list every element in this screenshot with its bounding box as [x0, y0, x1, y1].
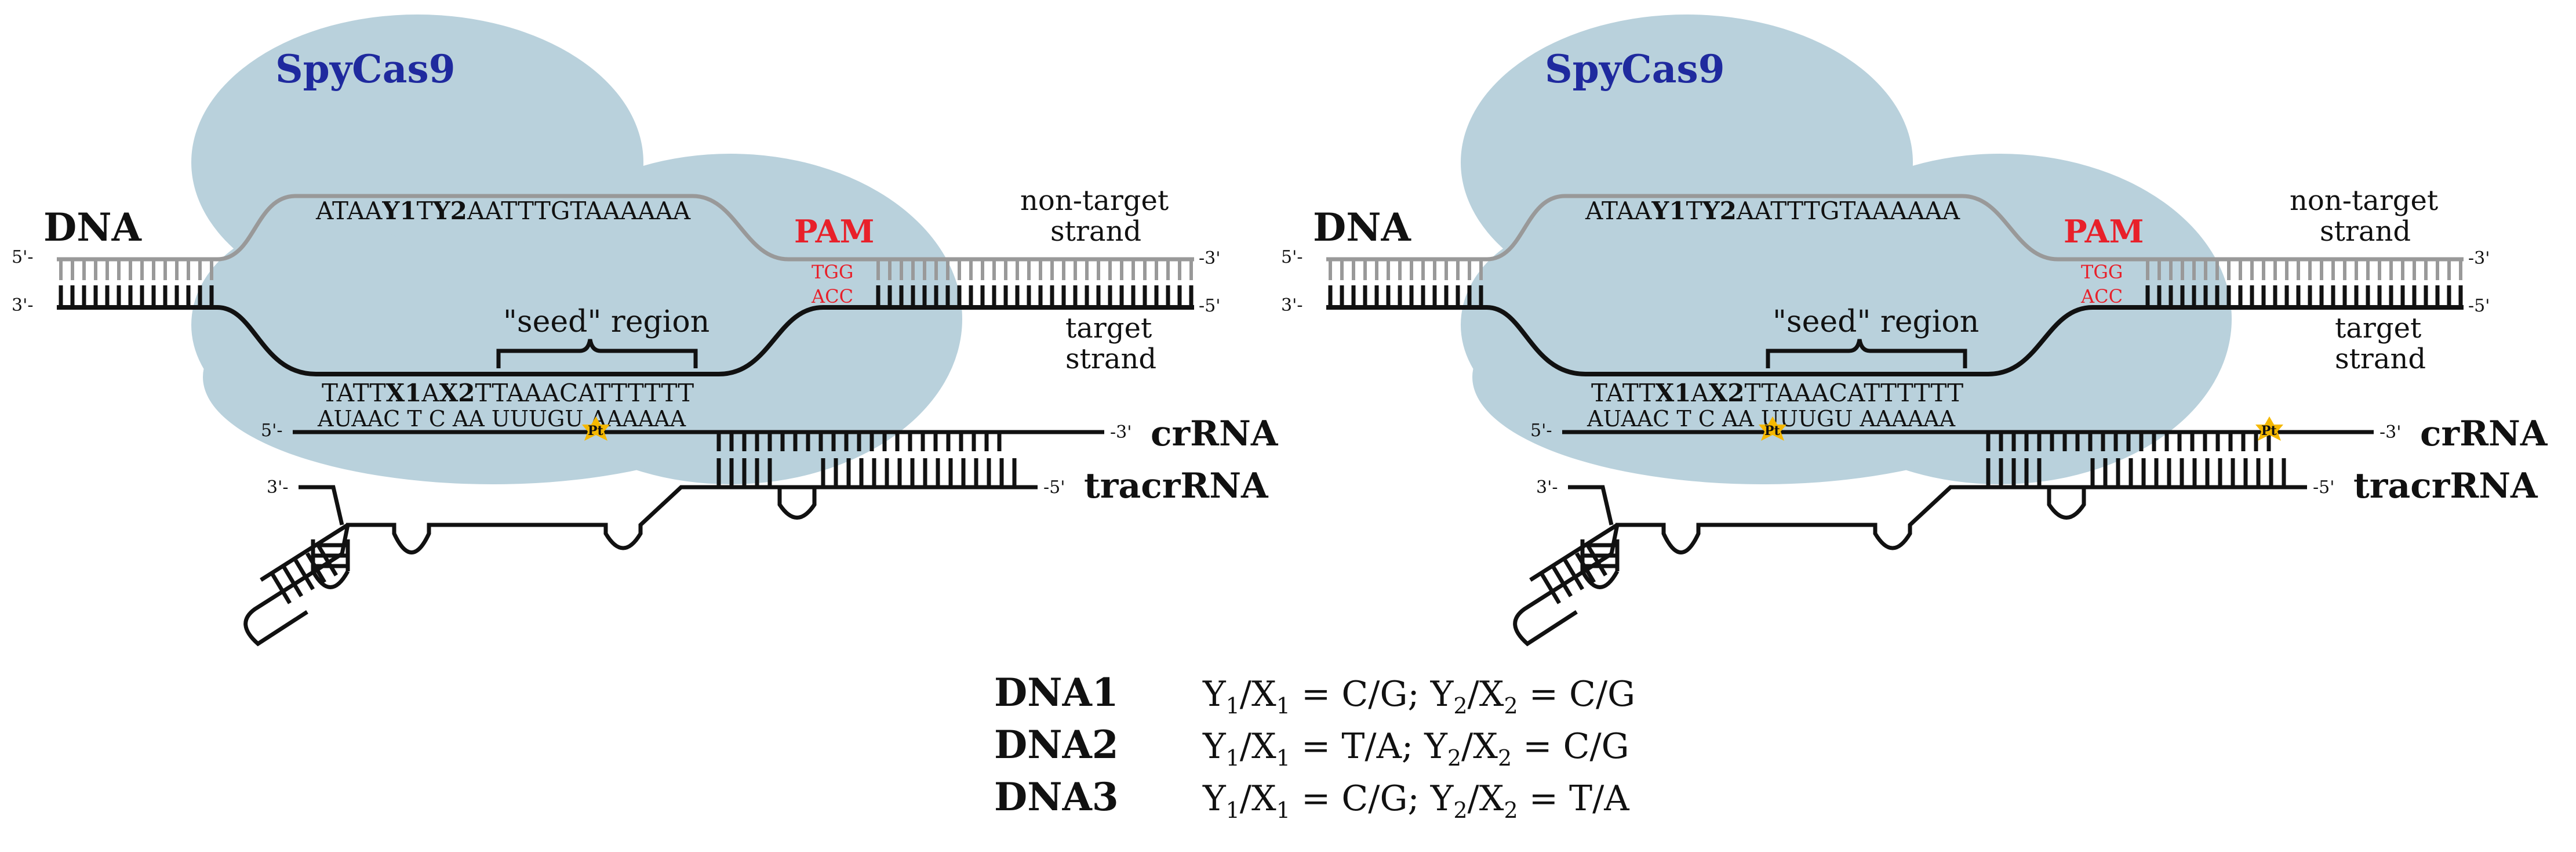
five-prime-crrna: 5'- — [261, 420, 282, 441]
five-prime-crrna: 5'- — [1530, 420, 1552, 441]
pam-top-sequence: TGG — [812, 261, 853, 283]
non-target-strand-label-2: strand — [1050, 215, 1141, 248]
non-target-sequence: ATAAY1TY2AATTTGTAAAAAA — [1585, 197, 1960, 225]
legend-name: DNA1 — [994, 670, 1119, 715]
five-prime-label: 5'- — [1281, 247, 1302, 267]
non-target-strand-label: non-target — [2290, 184, 2438, 217]
target-strand-label: target — [1065, 312, 1152, 345]
pt-marker: Pt — [2255, 416, 2283, 441]
legend-row: DNA3 Y1/X1 = C/G; Y2/X2 = T/A — [994, 774, 1635, 826]
tracrrna-label: tracrRNA — [2353, 466, 2538, 506]
legend-definition: Y1/X1 = C/G; Y2/X2 = T/A — [1203, 778, 1629, 823]
legend-definition: Y1/X1 = C/G; Y2/X2 = C/G — [1203, 674, 1636, 719]
target-sequence: TATTX1AX2TTAAACATTTTTT — [322, 379, 694, 407]
legend-row: DNA2 Y1/X1 = T/A; Y2/X2 = C/G — [994, 722, 1635, 774]
panel-2: SpyCas9 DNA 5'- 3'- ATAAY1TY2AATTTGTAAAA… — [1281, 14, 2548, 644]
legend-name: DNA3 — [994, 774, 1119, 820]
crrna-label: crRNA — [2420, 414, 2548, 454]
legend-name: DNA2 — [994, 722, 1119, 767]
three-prime-label: 3'- — [12, 295, 33, 316]
protein-label: SpyCas9 — [1545, 46, 1725, 92]
five-prime-tracr: -5' — [2313, 477, 2334, 498]
crrna-sequence: AUAAC T C AA UUUGU AAAAAA — [317, 406, 686, 432]
target-strand-label: target — [2335, 312, 2421, 345]
tracrrna-label: tracrRNA — [1084, 466, 1269, 506]
three-prime-crrna: -3' — [1110, 422, 1131, 443]
seed-region-label: "seed" region — [503, 304, 710, 339]
three-prime-tracr: 3'- — [267, 477, 288, 498]
pt-marker: Pt — [1759, 416, 1787, 441]
svg-text:Pt: Pt — [1764, 423, 1781, 438]
pam-bottom-sequence: ACC — [2080, 285, 2123, 307]
five-prime-tracr: -5' — [1043, 477, 1065, 498]
pt-marker: Pt — [582, 416, 610, 441]
three-prime-crrna: -3' — [2379, 422, 2401, 443]
legend-definition: Y1/X1 = T/A; Y2/X2 = C/G — [1203, 726, 1629, 771]
panel-1: SpyCas9 DNA 5'- 3'- ATAAY1TY2AATTTGTAAAA… — [12, 14, 1279, 644]
non-target-sequence: ATAAY1TY2AATTTGTAAAAAA — [315, 197, 691, 225]
protein-label: SpyCas9 — [275, 46, 456, 92]
five-prime-label: 5'- — [12, 247, 33, 267]
target-strand-label-2: strand — [1065, 343, 1156, 375]
dna-label: DNA — [1313, 205, 1411, 250]
seed-region-label: "seed" region — [1773, 304, 1979, 339]
target-sequence: TATTX1AX2TTAAACATTTTTT — [1591, 379, 1963, 407]
dna-label: DNA — [43, 205, 142, 250]
svg-text:Pt: Pt — [2261, 423, 2277, 438]
five-prime-end-label: -5' — [1199, 296, 1220, 316]
crrna-label: crRNA — [1151, 414, 1279, 454]
dna-legend: DNA1 Y1/X1 = C/G; Y2/X2 = C/G DNA2 Y1/X1… — [994, 670, 1635, 826]
target-strand-label-2: strand — [2335, 343, 2426, 375]
pam-top-sequence: TGG — [2081, 261, 2123, 283]
svg-text:Pt: Pt — [588, 423, 604, 438]
five-prime-end-label: -5' — [2468, 296, 2490, 316]
legend-row: DNA1 Y1/X1 = C/G; Y2/X2 = C/G — [994, 670, 1635, 722]
pam-label: PAM — [2064, 213, 2144, 250]
non-target-strand-label: non-target — [1020, 184, 1169, 217]
three-prime-end-label: -3' — [2468, 248, 2490, 269]
three-prime-end-label: -3' — [1199, 248, 1220, 269]
three-prime-tracr: 3'- — [1536, 477, 1558, 498]
pam-label: PAM — [794, 213, 874, 250]
pam-bottom-sequence: ACC — [811, 285, 853, 307]
non-target-strand-label-2: strand — [2320, 215, 2411, 248]
three-prime-label: 3'- — [1281, 295, 1302, 316]
